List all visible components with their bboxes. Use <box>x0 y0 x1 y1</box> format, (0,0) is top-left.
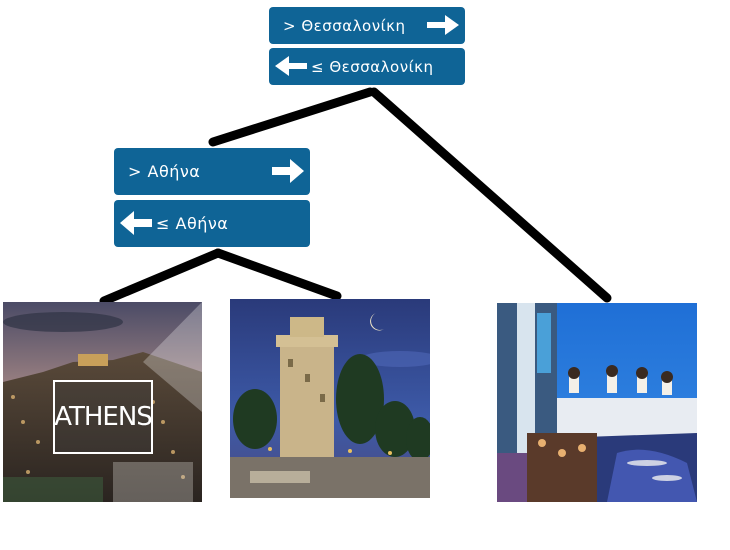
root-right-sign-label: > Θεσσαλονίκη <box>283 16 406 35</box>
athens-label: ATHENS <box>53 380 153 454</box>
edge-node-to-athens <box>99 248 223 306</box>
arrow-left-icon <box>120 211 152 235</box>
child-left-sign-label: ≤ Αθήνα <box>156 214 229 233</box>
arrow-right-icon <box>272 159 304 183</box>
root-right-sign: > Θεσσαλονίκη <box>269 7 465 44</box>
root-left-sign-label: ≤ Θεσσαλονίκη <box>311 57 434 76</box>
root-left-sign: ≤ Θεσσαλονίκη <box>269 48 465 85</box>
child-right-sign-label: > Αθήνα <box>128 162 201 181</box>
edge-root-to-athens-node <box>208 87 375 147</box>
mykonos-windmills-photo <box>497 303 697 502</box>
athens-photo: ATHENS <box>3 302 202 502</box>
child-left-sign: ≤ Αθήνα <box>114 200 310 247</box>
white-tower-photo <box>230 299 430 498</box>
edge-node-to-thessaloniki <box>213 248 342 301</box>
arrow-right-icon <box>427 15 459 35</box>
child-right-sign: > Αθήνα <box>114 148 310 195</box>
edge-root-to-mykonos <box>369 87 612 303</box>
arrow-left-icon <box>275 56 307 76</box>
